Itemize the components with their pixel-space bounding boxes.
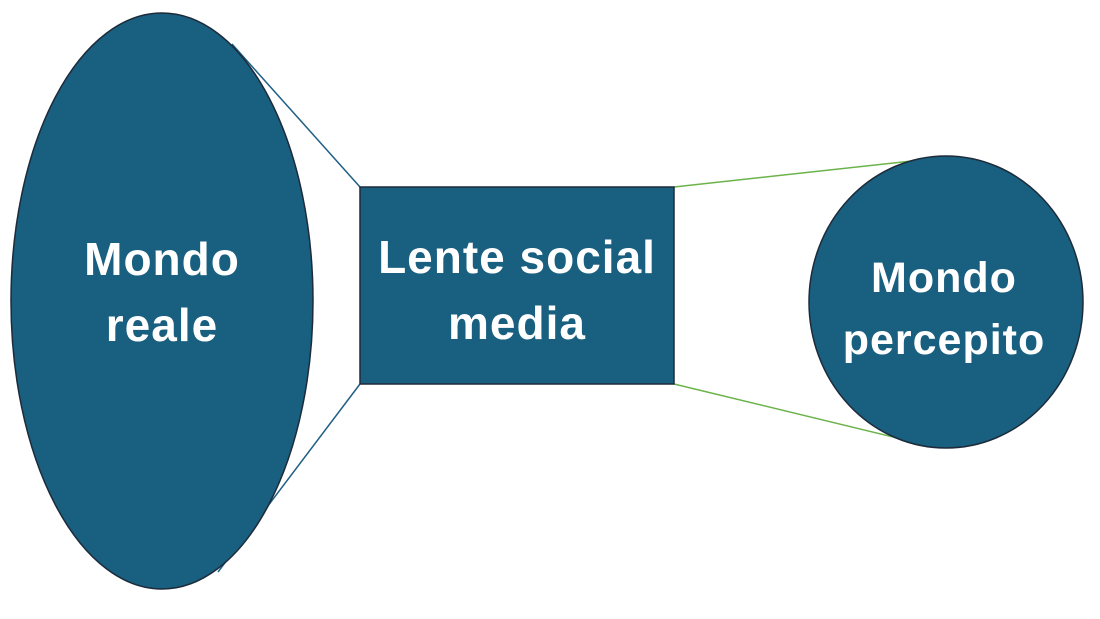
perceived-world-circle <box>808 155 1084 449</box>
connector-lens-to-perceived-bottom <box>673 383 919 444</box>
perceived-world-node: Mondo percepito <box>808 155 1084 449</box>
connector-lens-to-perceived-top <box>673 156 949 188</box>
lens-rectangle <box>359 186 675 385</box>
perceived-world-label-line1: Mondo <box>871 254 1017 302</box>
real-world-ellipse <box>10 12 314 590</box>
real-world-label-line2: reale <box>106 299 218 351</box>
connector-real-to-lens-top <box>231 43 361 188</box>
lens-node: Lente social media <box>359 186 675 385</box>
perceived-world-label-line2: percepito <box>843 316 1046 364</box>
lens-label-line2: media <box>448 297 586 349</box>
real-world-node: Mondo reale <box>10 12 314 590</box>
real-world-label-line1: Mondo <box>84 233 240 285</box>
lens-label-line1: Lente social <box>378 231 656 283</box>
